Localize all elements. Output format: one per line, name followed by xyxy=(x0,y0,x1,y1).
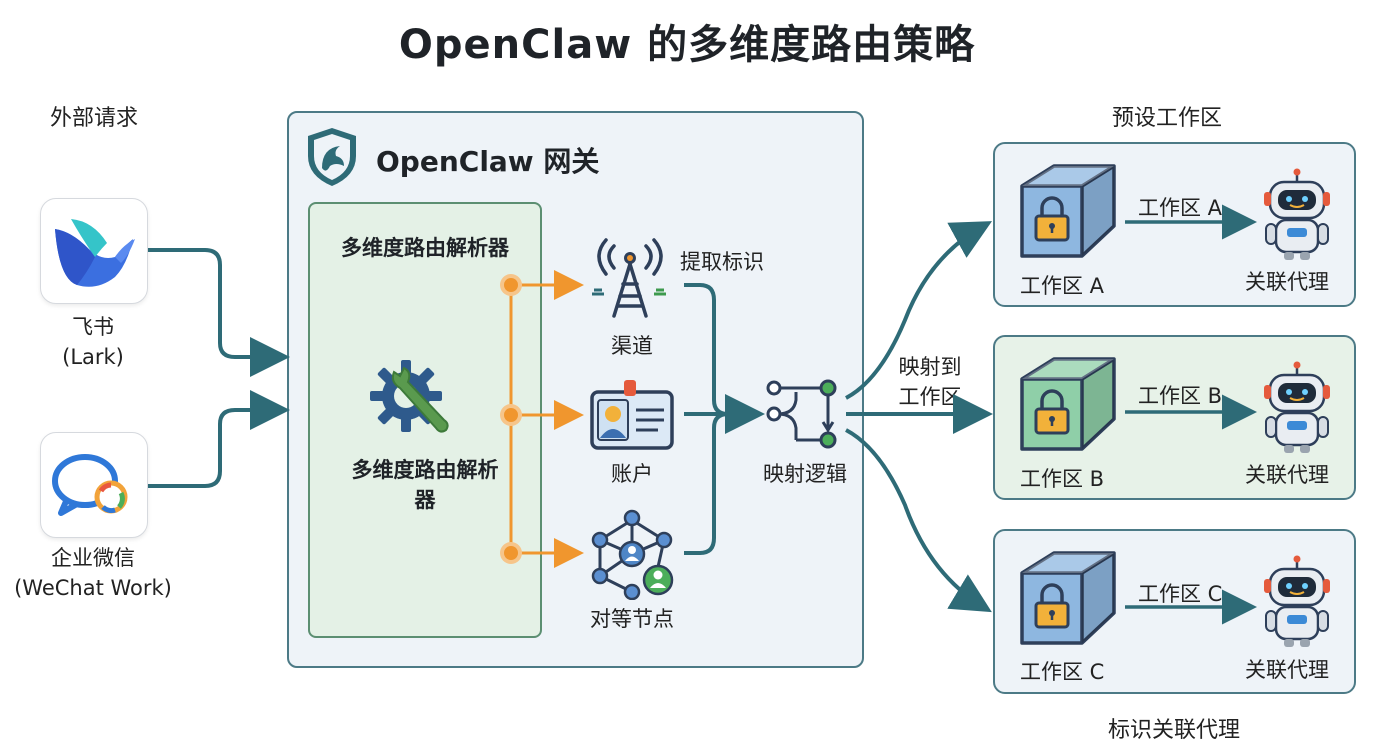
workspace-c-agent-robot-icon xyxy=(1264,555,1330,647)
external-requests-heading: 外部请求 xyxy=(50,106,139,131)
workspace-c-arrow-label: 工作区 C xyxy=(1138,582,1223,606)
workspace-a-arrow-label: 工作区 A xyxy=(1138,196,1223,220)
workspace-b-agent-label: 关联代理 xyxy=(1245,463,1329,487)
gear-wrench-icon xyxy=(370,360,449,433)
lark-app-card[interactable] xyxy=(40,198,148,304)
peer-network-icon xyxy=(591,509,674,600)
peer-to-mapping xyxy=(684,412,729,555)
wechat-work-icon xyxy=(52,454,128,516)
footer-label: 标识关联代理 xyxy=(1108,718,1241,743)
map-to-workspace-label: 映射到 工作区 xyxy=(898,355,962,409)
parser-branches xyxy=(511,270,584,568)
lark-to-gateway-arrow xyxy=(148,248,290,377)
workspace-b-label: 工作区 B xyxy=(1020,467,1105,491)
workspace-c-label: 工作区 C xyxy=(1020,660,1105,684)
peer-label: 对等节点 xyxy=(590,607,674,631)
parser-output-dots xyxy=(500,274,522,564)
wechat-work-app-card[interactable] xyxy=(40,432,148,538)
workspace-a-lock-cube-icon xyxy=(1020,164,1116,258)
workspace-a-agent-label: 关联代理 xyxy=(1245,270,1329,294)
parser-label: 多维度路由解析 器 xyxy=(351,458,499,512)
channel-to-mapping xyxy=(684,283,729,416)
page-title: OpenClaw 的多维度路由策略 xyxy=(398,22,976,68)
workspace-a-label: 工作区 A xyxy=(1020,274,1105,298)
lark-icon xyxy=(55,219,135,287)
wechat-to-gateway-arrow xyxy=(148,390,290,488)
channel-label: 渠道 xyxy=(611,334,653,358)
mapping-to-workspace-a xyxy=(845,221,993,400)
workspace-b-lock-cube-icon xyxy=(1020,357,1116,451)
workspace-c-lock-cube-icon xyxy=(1020,551,1116,645)
workspace-b-arrow-label: 工作区 B xyxy=(1138,384,1223,408)
mapping-to-workspace-c xyxy=(845,428,992,613)
workspace-c-agent-label: 关联代理 xyxy=(1245,658,1329,682)
account-label: 账户 xyxy=(611,462,653,486)
extract-identifier-label: 提取标识 xyxy=(680,250,764,274)
lark-label: 飞书 (Lark) xyxy=(62,315,124,369)
preset-workspaces-heading: 预设工作区 xyxy=(1112,106,1223,131)
shield-logo-icon xyxy=(308,128,356,186)
parser-heading: 多维度路由解析器 xyxy=(341,236,509,260)
wechat-work-label: 企业微信 (WeChat Work) xyxy=(14,546,172,600)
id-card-icon xyxy=(590,380,674,450)
mapping-logic-icon xyxy=(766,379,837,449)
workspace-a-agent-robot-icon xyxy=(1264,168,1330,260)
antenna-icon xyxy=(592,238,666,318)
mapping-logic-label: 映射逻辑 xyxy=(763,462,847,486)
gateway-title: OpenClaw 网关 xyxy=(376,145,600,178)
workspace-b-agent-robot-icon xyxy=(1264,361,1330,453)
